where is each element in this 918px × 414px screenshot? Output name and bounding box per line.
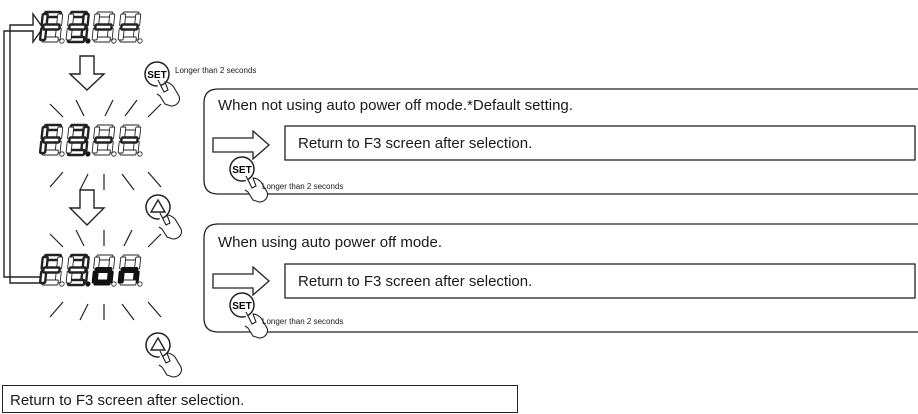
blink-rays-3: [49, 229, 162, 321]
pressing-hand-icon: [158, 350, 183, 378]
option-panel-1: [203, 88, 918, 195]
display-digit: [117, 11, 143, 44]
svg-text:SET: SET: [232, 165, 251, 176]
display-digit: [91, 124, 117, 157]
long-press-note-1: Longer than 2 seconds: [175, 66, 257, 75]
display-digit: [65, 10, 91, 44]
down-arrow-1: [68, 55, 106, 91]
panel-1-long-press-note: Longer than 2 seconds: [262, 182, 344, 191]
panel-1-heading: When not using auto power off mode.*Defa…: [218, 97, 573, 114]
set-button-panel-2[interactable]: SET: [229, 292, 255, 318]
led-display-step3: [38, 253, 143, 287]
up-button-1[interactable]: [145, 194, 171, 220]
pressing-hand-icon: [244, 311, 269, 339]
option-panel-2: [203, 223, 918, 333]
display-digit: [91, 11, 117, 44]
pressing-hand-icon: [244, 175, 269, 203]
panel-2-heading: When using auto power off mode.: [218, 234, 443, 251]
panel-2-result-box: [284, 263, 916, 299]
panel-1-result-box: [284, 125, 916, 161]
svg-text:SET: SET: [147, 70, 166, 81]
panel-1-box-text: Return to F3 screen after selection.: [298, 135, 533, 152]
right-arrow-icon: [212, 129, 270, 161]
panel-2-box-text: Return to F3 screen after selection.: [298, 273, 533, 290]
panel-2-long-press-note: Longer than 2 seconds: [262, 317, 344, 326]
pressing-hand-icon: [158, 212, 183, 240]
set-button-1[interactable]: SET: [144, 61, 170, 87]
display-digit: [38, 123, 65, 157]
up-button-2[interactable]: [145, 332, 171, 358]
bottom-result-text: Return to F3 screen after selection.: [10, 392, 245, 409]
set-button-panel-1[interactable]: SET: [229, 156, 255, 182]
display-digit: [65, 123, 91, 157]
svg-text:SET: SET: [232, 301, 251, 312]
bottom-result-box: Return to F3 screen after selection.: [2, 385, 518, 413]
down-arrow-2: [68, 189, 106, 226]
display-digit: [65, 253, 91, 287]
blink-rays-2: [49, 99, 162, 191]
display-digit: [117, 124, 143, 157]
display-digit: [91, 254, 117, 287]
right-arrow-icon: [212, 265, 270, 297]
led-display-step2: [38, 123, 143, 157]
display-digit: [38, 10, 65, 44]
display-digit: [117, 254, 143, 287]
loop-back-arrow: [3, 11, 44, 284]
up-triangle-icon: [149, 198, 167, 213]
led-display-step1: [38, 10, 143, 44]
display-digit: [38, 253, 65, 287]
pressing-hand-icon: [156, 79, 181, 107]
up-triangle-icon: [149, 336, 167, 351]
